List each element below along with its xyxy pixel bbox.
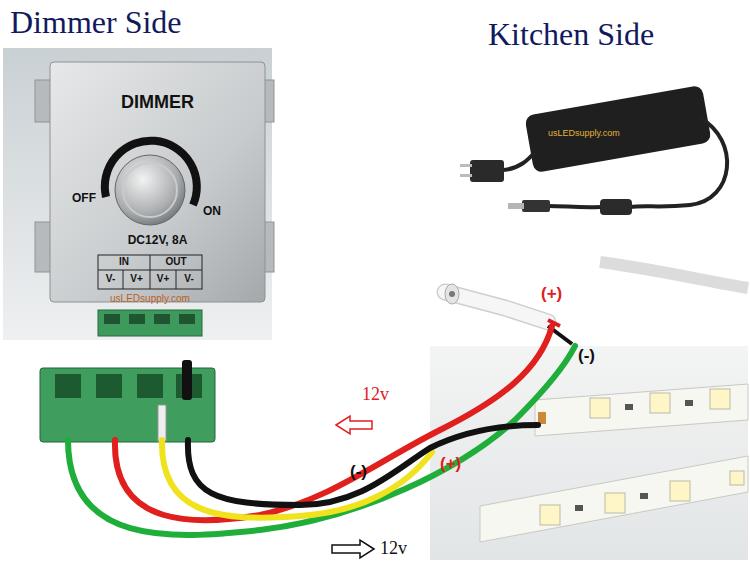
adapter-cord	[548, 206, 600, 207]
led-chip	[605, 493, 625, 513]
screw-hole	[55, 374, 81, 398]
resistor-symbol	[685, 400, 693, 406]
terminal-slot	[179, 314, 195, 324]
polarity-label: (+)	[541, 284, 562, 304]
led-chip	[650, 393, 670, 413]
pin-name: V+	[123, 273, 150, 285]
led-chip	[540, 505, 560, 525]
terminal-table	[98, 255, 202, 289]
led-chip	[710, 389, 730, 409]
table-rule	[176, 270, 177, 289]
spool-cable	[600, 262, 748, 288]
dc-jack-photo	[440, 244, 748, 346]
watermark: usLEDsupply.com	[548, 128, 620, 138]
dc-jack-body	[445, 292, 548, 322]
device-name: DIMMER	[50, 92, 265, 113]
plug-prong	[460, 164, 472, 167]
led-chip	[730, 471, 744, 485]
polarity-label: (-)	[350, 462, 367, 482]
led-chip	[590, 398, 610, 418]
section-heading: Dimmer Side	[10, 4, 182, 41]
black-wire	[188, 425, 538, 505]
dc-jack-body	[445, 292, 548, 322]
solder-pad	[538, 412, 546, 424]
adapter-body	[524, 85, 711, 173]
pin-name: V-	[98, 273, 123, 285]
dial-marking: OFF	[72, 192, 96, 206]
terminal-block	[98, 310, 202, 336]
screw-hole	[96, 374, 122, 398]
dimmer-panel: DIMMER OFF ON DC12V, 8A	[50, 62, 265, 252]
plug-prong	[460, 174, 472, 177]
resistor-symbol	[640, 493, 648, 499]
resistor-symbol	[625, 404, 633, 410]
direction-arrow	[332, 540, 374, 558]
pin-name: V+	[150, 273, 176, 285]
led-strip	[480, 456, 748, 542]
table-rule	[123, 270, 124, 289]
section-heading: Kitchen Side	[488, 16, 654, 53]
terminal-slot	[104, 314, 120, 324]
dial-marking: ON	[203, 205, 221, 219]
dimmer-housing	[50, 62, 265, 302]
watermark: usLEDsupply.com	[98, 293, 202, 305]
photo-background	[430, 346, 748, 560]
table-rule	[150, 255, 151, 289]
direction-arrow	[336, 416, 372, 434]
adapter-cord	[630, 118, 727, 207]
polarity-label: (-)	[578, 346, 595, 366]
photo-background	[3, 48, 272, 340]
photo-background	[440, 244, 748, 346]
red-wire	[115, 326, 552, 520]
led-strip-photo	[430, 346, 748, 560]
terminal-slot	[129, 314, 145, 324]
power-adapter-photo	[440, 62, 748, 244]
dimmer-photo	[3, 48, 274, 340]
adapter-cord	[504, 152, 535, 170]
terminal-plug	[40, 360, 215, 442]
terminal-slot	[154, 314, 170, 324]
voltage-label: 12v	[380, 538, 407, 559]
screw-hole	[137, 374, 163, 398]
photo-background	[440, 62, 748, 244]
rating-text: DC12V, 8A	[50, 234, 265, 248]
led-chip	[670, 481, 690, 501]
plug-head	[470, 160, 504, 182]
dc-plug-tip	[508, 203, 524, 209]
led-strip	[535, 384, 748, 436]
dc-jack-pin	[449, 291, 455, 297]
ferrite-core	[600, 199, 632, 215]
pin-name: V-	[176, 273, 202, 285]
resistor-symbol	[575, 505, 583, 511]
dimmer-knob	[115, 155, 185, 225]
wire-end	[158, 405, 166, 441]
terminal-group: OUT	[150, 256, 202, 268]
voltage-label: 12v	[362, 384, 389, 405]
terminal-group: IN	[98, 256, 150, 268]
polarity-label: (+)	[440, 454, 461, 474]
wire-end	[182, 360, 192, 400]
dc-plug	[522, 200, 550, 212]
wires	[68, 326, 575, 535]
dc-jack-socket	[445, 284, 459, 304]
knob-ring	[123, 163, 177, 217]
